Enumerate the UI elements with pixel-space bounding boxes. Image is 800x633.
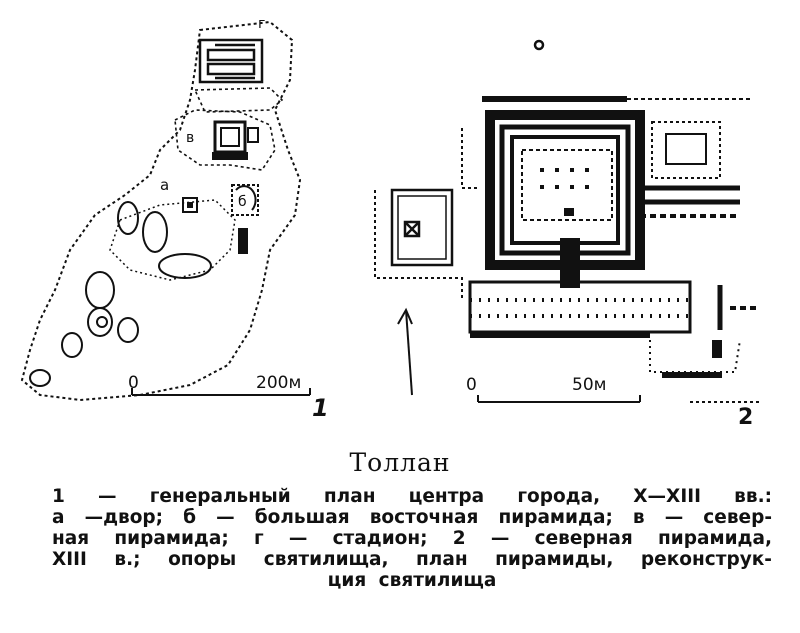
north-arrow: [397, 307, 413, 396]
caption-line: ция святилища: [327, 570, 497, 591]
plans-drawing: а б в г 0 200м 1: [20, 16, 760, 430]
plan-1-scale-end: 200м: [256, 373, 301, 393]
pyramid-body: [485, 110, 645, 288]
court-altar: [182, 197, 198, 213]
plan-1-number: 1: [312, 394, 329, 422]
plan-1-scale-bar: [131, 388, 311, 396]
west-hall: [390, 188, 454, 267]
east-structures: [640, 121, 760, 378]
plan-1-scale-zero: 0: [128, 373, 139, 393]
plan-1-general-plan: [20, 20, 311, 402]
caption-line: 1 — генеральный план центра города, X—XI…: [52, 486, 772, 507]
caption-line: а —двор; б — большая восточная пирамида;…: [52, 507, 772, 528]
plan-2-number: 2: [738, 405, 753, 430]
caption-body: 1 — генеральный план центра города, X—XI…: [52, 486, 772, 591]
plan-1-outer-contour: [20, 20, 302, 402]
stadium: [198, 38, 264, 84]
label-north-pyramid-v: в: [186, 130, 194, 146]
plan-2-marker-circle: [533, 39, 545, 51]
caption-line: XIII в.; опоры святилища, план пирамиды,…: [52, 549, 772, 570]
figure: а б в г 0 200м 1: [20, 16, 760, 430]
plan-2-scale-zero: 0: [466, 375, 477, 395]
plan-2-scale-bar: [477, 395, 760, 403]
great-east-pyramid: [231, 184, 259, 254]
label-stadium-g: г: [258, 16, 265, 32]
caption-line: ная пирамида; г — стадион; 2 — северная …: [52, 528, 772, 549]
caption-title: Толлан: [349, 448, 451, 477]
mounds: [29, 201, 212, 387]
plan-1-terrace-contour: [109, 199, 236, 281]
colonnade: [468, 280, 692, 338]
label-court-a: а: [160, 176, 169, 194]
north-pyramid: [212, 120, 259, 160]
plan-2-scale-end: 50м: [572, 375, 606, 395]
label-great-pyramid-b: б: [238, 194, 247, 210]
plan-1-inner-contour: [174, 109, 276, 171]
plan-2-north-pyramid-plan: [374, 39, 760, 403]
